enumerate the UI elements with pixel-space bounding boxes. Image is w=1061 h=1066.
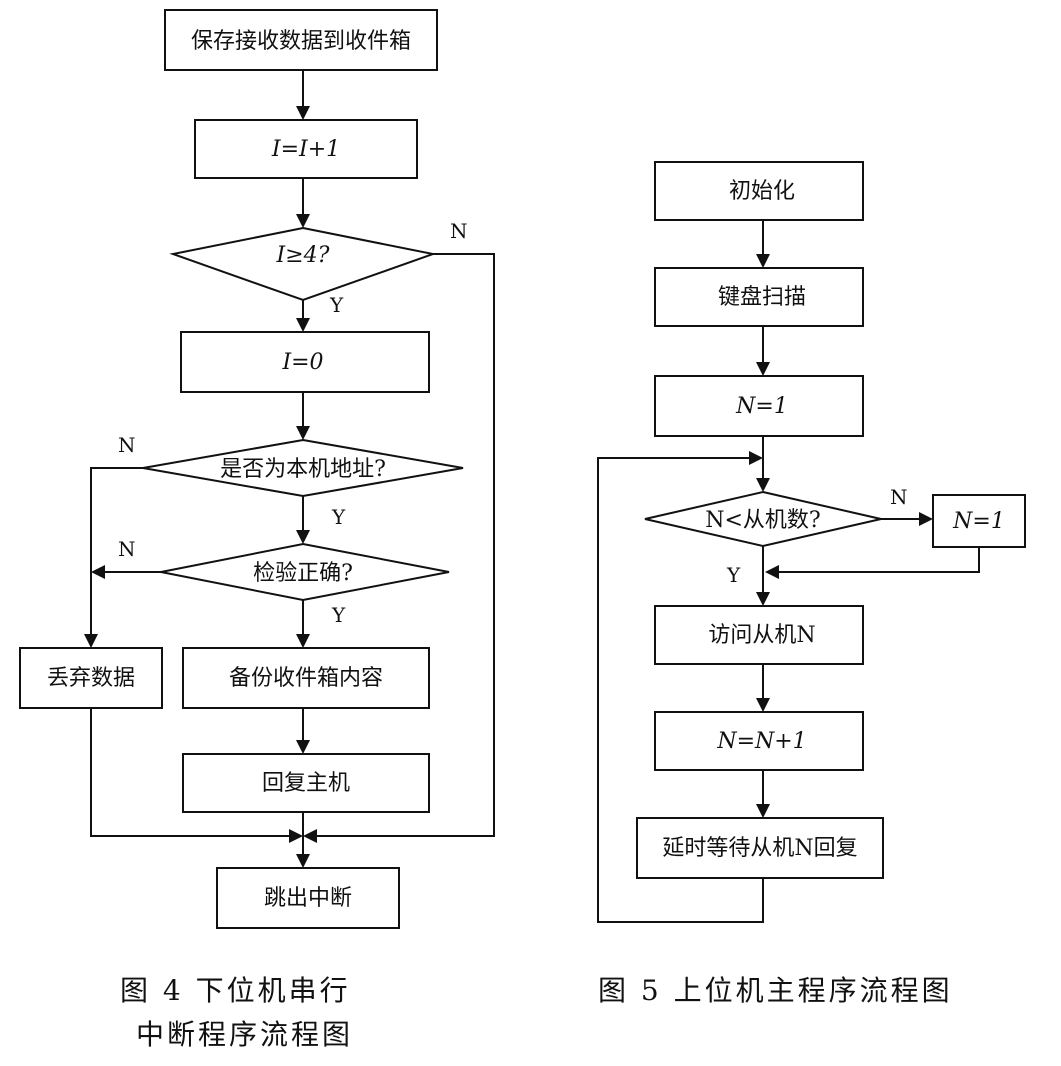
check-correct-no-label: N <box>118 537 136 561</box>
exit-interrupt-box <box>216 867 400 929</box>
i-ge-4-yes-label: Y <box>329 293 344 317</box>
init-text: 初始化 <box>729 179 795 204</box>
own-address-text: 是否为本机地址? <box>220 457 386 482</box>
n-increment-text: N=N+1 <box>716 729 806 754</box>
discard-data-text: 丢弃数据 <box>47 666 135 691</box>
n-lt-slaves-no-label: N <box>890 485 908 509</box>
n-lt-slaves-text: N<从机数? <box>705 508 820 533</box>
wait-reply-box <box>636 817 884 879</box>
figure-4-caption-line1: 图 4 下位机串行 <box>120 974 351 1007</box>
exit-interrupt-text: 跳出中断 <box>264 886 352 911</box>
keyscan-text: 键盘扫描 <box>718 285 806 310</box>
backup-inbox-text: 备份收件箱内容 <box>229 666 383 691</box>
arrow-i-no-to-merge <box>303 253 495 843</box>
visit-slave-box <box>654 605 864 665</box>
discard-data-box <box>19 647 163 709</box>
reset-n-1-text: N=1 <box>952 509 1005 534</box>
arrow-discard-to-merge <box>90 708 303 843</box>
arrow-reset-back <box>765 547 980 579</box>
keyscan-box <box>654 267 864 327</box>
increment-i-text: I=I+1 <box>271 137 340 162</box>
set-n-1-box <box>654 375 864 437</box>
arrow-addr-no-to-discard <box>84 467 143 648</box>
i-ge-4-no-label: N <box>450 219 468 243</box>
arrow-loop-back <box>597 451 764 923</box>
own-address-yes-label: Y <box>331 505 346 529</box>
check-correct-text: 检验正确? <box>253 561 353 586</box>
n-increment-box <box>654 711 864 771</box>
increment-i-box <box>194 119 418 179</box>
reset-i-box <box>180 331 430 393</box>
visit-slave-text: 访问从机N <box>708 623 815 648</box>
n-lt-slaves-yes-label: Y <box>726 563 741 587</box>
figure-4: 保存接收数据到收件箱 I=I+1 I≥4? N Y I=0 是否为本机地址? N… <box>19 9 495 1051</box>
reply-host-text: 回复主机 <box>262 771 350 796</box>
wait-reply-text: 延时等待从机N回复 <box>662 836 857 861</box>
save-data-text: 保存接收数据到收件箱 <box>191 29 411 54</box>
reset-i-text: I=0 <box>281 350 323 375</box>
init-box <box>654 161 864 221</box>
own-address-no-label: N <box>118 433 136 457</box>
backup-inbox-box <box>182 647 430 709</box>
figure-5-caption: 图 5 上位机主程序流程图 <box>598 974 953 1007</box>
reply-host-box <box>182 753 430 813</box>
reset-n-1-box <box>932 494 1026 548</box>
figure-5: 初始化 键盘扫描 N=1 N<从机数? N Y N=1 访问从机N N=N+1 … <box>597 161 1026 1007</box>
set-n-1-text: N=1 <box>735 394 788 419</box>
check-correct-yes-label: Y <box>331 603 346 627</box>
figure-4-caption-line2: 中断程序流程图 <box>136 1018 353 1051</box>
save-data-box <box>164 9 438 71</box>
i-ge-4-text: I≥4? <box>276 243 330 268</box>
